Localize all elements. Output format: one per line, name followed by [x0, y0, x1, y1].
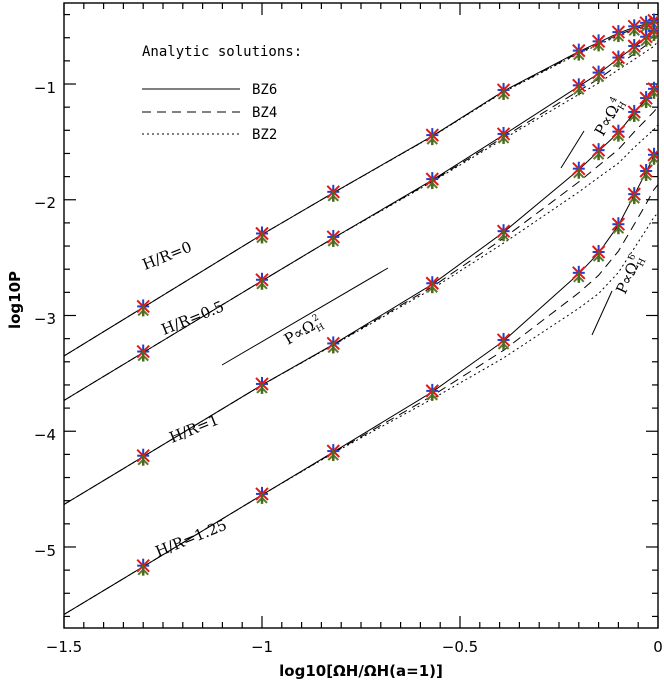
bz4-curve	[64, 184, 658, 615]
bz2-curve	[64, 212, 658, 615]
y-tick-label: −3	[34, 310, 56, 328]
bz6-curve	[64, 15, 658, 357]
data-point	[496, 126, 511, 144]
slope6-guide	[591, 290, 613, 336]
curve-labels: H/R=0 H/R=0.5 H/R=1 H/R=1.25	[140, 238, 230, 561]
axis-ticks	[63, 3, 659, 628]
data-point	[611, 25, 626, 43]
data-point	[572, 43, 586, 61]
data-point	[425, 128, 439, 146]
data-point	[627, 19, 641, 37]
data-point	[572, 161, 586, 179]
data-point	[639, 163, 653, 181]
data-point	[627, 104, 641, 122]
data-point	[611, 50, 626, 68]
curve-label: H/R=0.5	[159, 297, 227, 338]
data-point	[136, 448, 150, 466]
slope2-guide	[221, 267, 389, 366]
data-point	[496, 82, 511, 100]
slope-label: P∝ΩH4	[591, 95, 630, 141]
data-point	[591, 143, 606, 161]
data-point	[591, 245, 606, 262]
data-point	[639, 29, 653, 47]
bz4-curve	[64, 106, 658, 505]
data-point	[326, 184, 340, 202]
data-point	[647, 147, 658, 165]
data-point	[611, 124, 626, 142]
y-axis-label: log10P	[6, 271, 24, 329]
y-tick-labels: −1 −2 −3 −4 −5	[34, 79, 56, 560]
legend-label: BZ4	[252, 105, 277, 121]
data-markers	[136, 13, 658, 576]
y-tick-label: −1	[34, 79, 56, 97]
data-point	[425, 172, 439, 190]
analytic-curves	[64, 15, 658, 615]
bz4-curve	[64, 17, 658, 357]
legend-label: BZ6	[252, 82, 277, 98]
curve-label: H/R=1	[167, 411, 222, 447]
y-tick-label: −4	[34, 426, 56, 444]
bz6-curve	[64, 25, 658, 401]
x-tick-label: −0.5	[442, 638, 478, 656]
data-point	[496, 332, 511, 350]
legend-label: BZ2	[252, 127, 277, 143]
data-point	[425, 276, 439, 294]
data-point	[136, 299, 150, 317]
x-tick-labels: −1.5 −1 −0.5 0	[46, 638, 663, 656]
data-point	[627, 38, 641, 56]
data-point	[425, 383, 439, 401]
data-point	[136, 558, 150, 576]
data-point	[255, 272, 269, 290]
data-point	[647, 23, 658, 41]
x-tick-label: −1.5	[46, 638, 82, 656]
slope-label: P∝ΩH6	[612, 252, 648, 298]
data-point	[591, 65, 606, 83]
data-point	[326, 336, 340, 354]
x-tick-label: 0	[653, 638, 663, 656]
data-point	[255, 486, 269, 504]
curve-label: H/R=1.25	[153, 516, 230, 561]
bz2-curve	[64, 19, 658, 357]
x-tick-label: −1	[251, 638, 273, 656]
data-point	[572, 265, 586, 283]
data-point	[255, 376, 269, 394]
data-point	[647, 81, 658, 99]
legend: Analytic solutions: BZ6 BZ4 BZ2	[142, 44, 302, 143]
data-point	[572, 78, 586, 96]
x-axis-label: log10[ΩH/ΩH(a=1)]	[279, 662, 443, 680]
y-tick-label: −5	[34, 542, 56, 560]
bz6-curve	[64, 83, 658, 505]
curve-label: H/R=0	[140, 238, 195, 274]
y-tick-label: −2	[34, 194, 56, 212]
legend-title: Analytic solutions:	[142, 44, 302, 60]
bz2-curve	[64, 124, 658, 505]
data-point	[611, 217, 626, 235]
slope-label: P∝ΩH2	[281, 313, 327, 352]
data-point	[627, 187, 641, 205]
data-point	[255, 226, 269, 244]
data-point	[326, 444, 340, 462]
data-point	[496, 224, 511, 242]
data-point	[591, 34, 606, 52]
data-point	[326, 229, 340, 247]
data-point	[136, 344, 150, 362]
slope4-guide	[560, 130, 585, 169]
